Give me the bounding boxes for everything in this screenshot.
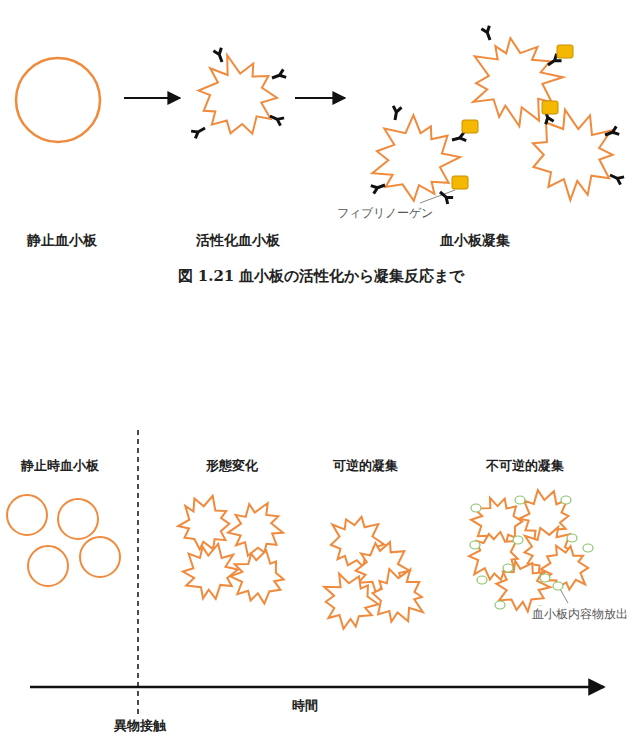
fibrinogen-block [557,45,573,58]
activated-platelet [183,544,238,599]
receptor-symbol [481,26,490,40]
receptor-symbol [371,185,385,194]
activated-platelet [199,55,278,133]
activated-platelet [178,496,229,550]
granule-release [471,504,481,512]
receptor-symbol [440,192,453,204]
granule-release [470,541,480,549]
callout-label: フィブリノーゲン [337,205,433,222]
fibrinogen-block [452,176,468,189]
activated-platelet [533,110,613,200]
activated-platelet [324,574,378,629]
stage-arrow [124,97,180,99]
granule-release [553,582,563,590]
stage-label: 血小板凝集 [438,232,512,252]
callout-label: 血小板内容物放出 [532,606,628,623]
fibrinogen-block [462,120,478,133]
receptor-symbol [610,175,624,185]
receptor-symbol [452,132,466,140]
activated-platelet [228,503,283,556]
stage-group: 静止血小板 [0,40,124,252]
stage-group: 活性化血小板 [180,40,295,252]
activated-platelet [473,38,563,126]
contact-dashed-line [137,430,139,714]
resting-platelet [58,499,98,539]
granule-release [503,564,513,572]
stage-heading: 形態変化 [206,457,258,475]
receptor-symbol [272,69,286,78]
fibrinogen-block [542,101,558,114]
granule-release [583,544,593,552]
granule-release [515,496,525,504]
stage-label: 静止血小板 [25,232,99,252]
granule-release [477,576,487,584]
resting-platelet [80,537,120,577]
event-label: 異物接触 [114,717,166,735]
receptor-symbol [605,126,619,135]
resting-platelet [16,58,100,142]
granule-release [513,536,523,544]
granule-release [540,574,550,582]
resting-platelet [28,546,68,586]
receptor-symbol [191,128,205,138]
activated-platelet [541,546,589,590]
granule-release [561,496,571,504]
granule-release [495,601,505,609]
stage-arrow [295,97,345,99]
resting-platelet [7,495,47,535]
release-leader [560,589,568,603]
receptor-symbol [270,116,284,126]
stage-label: 活性化血小板 [194,232,282,252]
stage-heading: 不可逆的凝集 [486,457,564,475]
figure-caption: 図 1.21 血小板の活性化から凝集反応まで [178,267,465,286]
activated-platelet [372,115,460,201]
receptor-symbol [213,48,222,62]
fibrinogen-leader [420,190,455,203]
activated-platelet [373,569,423,622]
stage-heading: 可逆的凝集 [333,457,398,475]
activated-platelet [230,550,283,603]
time-axis [30,686,604,689]
receptor-symbol [393,106,401,120]
stage-heading: 静止時血小板 [21,457,99,475]
granule-release [567,534,577,542]
axis-label: 時間 [292,697,318,715]
